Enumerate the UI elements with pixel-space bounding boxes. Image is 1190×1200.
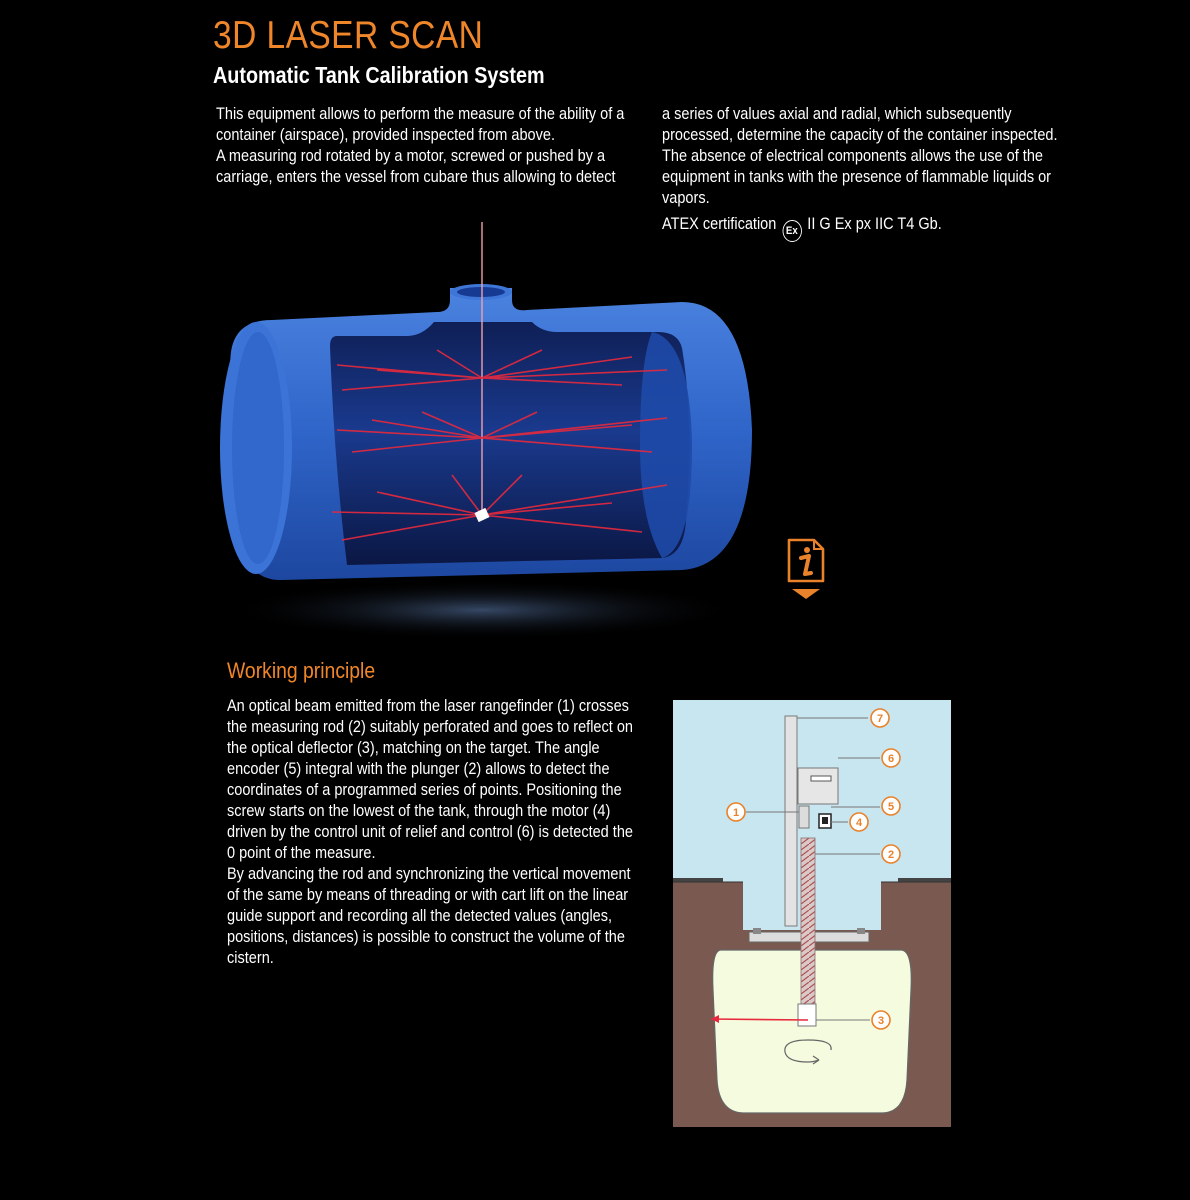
working-principle-text: An optical beam emitted from the laser r…: [227, 696, 641, 969]
atex-certification: ATEX certification Ex II G Ex px IIC T4 …: [662, 214, 1076, 242]
intro-left-column: This equipment allows to perform the mea…: [216, 104, 630, 188]
diagram-label: 1: [733, 807, 739, 819]
atex-prefix: ATEX certification: [662, 215, 777, 233]
working-principle-title: Working principle: [227, 658, 376, 683]
diagram-label: 5: [888, 801, 894, 813]
diagram-label: 6: [888, 753, 894, 765]
diagram-label: 7: [877, 713, 883, 725]
calibration-system-diagram: 1 2 3 4 5 6 7: [673, 700, 951, 1127]
intro-paragraph: a series of values axial and radial, whi…: [662, 105, 1058, 144]
diagram-label: 2: [888, 849, 894, 861]
intro-paragraph: This equipment allows to perform the mea…: [216, 105, 625, 144]
ex-atex-icon: Ex: [782, 220, 802, 242]
tank-scan-illustration: [220, 222, 752, 640]
page-title: 3D LASER SCAN: [213, 14, 484, 57]
diagram-label: 3: [878, 1015, 884, 1027]
intro-right-column: a series of values axial and radial, whi…: [662, 104, 1076, 242]
info-icon: [787, 538, 825, 583]
principle-paragraph: An optical beam emitted from the laser r…: [227, 697, 633, 862]
principle-paragraph: By advancing the rod and synchronizing t…: [227, 865, 631, 967]
intro-paragraph: The absence of electrical components all…: [662, 147, 1052, 207]
atex-suffix: II G Ex px IIC T4 Gb.: [807, 215, 942, 233]
diagram-label: 4: [856, 817, 863, 829]
info-button[interactable]: [786, 537, 826, 603]
page-subtitle: Automatic Tank Calibration System: [213, 62, 545, 88]
triangle-down-icon: [792, 589, 820, 599]
intro-paragraph: A measuring rod rotated by a motor, scre…: [216, 147, 616, 186]
